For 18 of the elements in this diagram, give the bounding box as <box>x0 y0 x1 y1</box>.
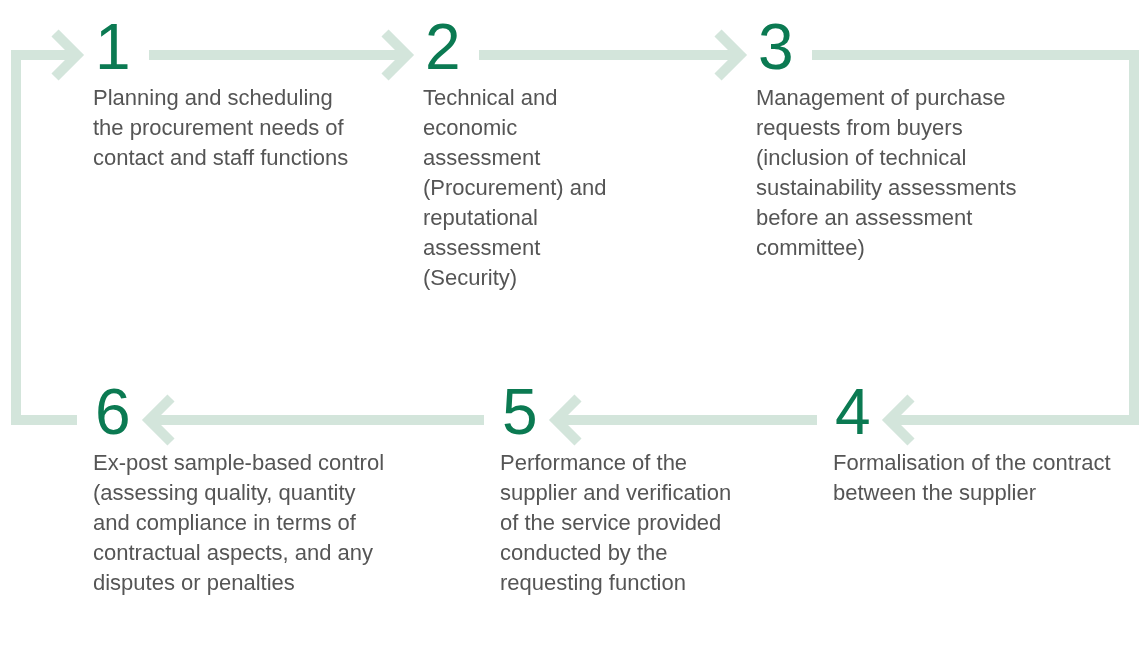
step-number: 6 <box>95 380 131 448</box>
step-number: 5 <box>502 380 538 448</box>
step-description: Formalisation of the contract between the supplier <box>833 449 1112 507</box>
step-number: 2 <box>425 15 461 83</box>
arrow <box>11 28 82 425</box>
step-description: Ex-post sample-based control (assessing quality, quantity and compliance in terms of contractual aspects, and any disputes or penalties <box>93 449 386 597</box>
arrow <box>479 28 745 82</box>
arrow <box>144 393 484 447</box>
arrow <box>149 28 412 82</box>
step-description: Technical and economic assessment (Procurement) and reputational assessment (Security) <box>423 84 608 292</box>
arrow <box>551 393 817 447</box>
step-description: Planning and scheduling the procurement needs of contact and staff functions <box>93 84 350 172</box>
step-description: Management of purchase requests from buyers (inclusion of technical sustainability assessments before an assessment committee) <box>756 84 1018 262</box>
step-number: 4 <box>835 380 871 448</box>
step-number: 1 <box>95 15 131 83</box>
arrow <box>812 50 1139 447</box>
step-description: Performance of the supplier and verification of the service provided conducted by the requesting function <box>500 449 733 597</box>
step-number: 3 <box>758 15 794 83</box>
